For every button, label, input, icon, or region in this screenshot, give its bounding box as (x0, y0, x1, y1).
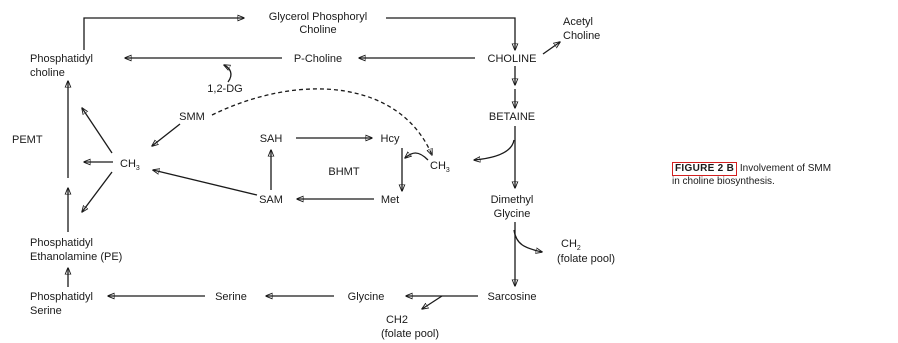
pemt-label: PEMT (12, 134, 43, 146)
ch2-folate-bottom-line2: (folate pool) (381, 328, 439, 340)
arrow-gpc-to-choline (386, 17, 515, 50)
arrow-ch3-to-met (405, 153, 429, 161)
arrow-ch3-to-pc (82, 108, 113, 154)
phosphatidyl-serine-line1: Phosphatidyl (30, 291, 93, 303)
methyl-right-subscript: 3 (446, 167, 450, 174)
phosphatidyl-serine-line2: Serine (30, 305, 62, 317)
ch2-folate-right-line1: CH2 (561, 238, 581, 252)
arrow-pc-to-gpc (83, 18, 244, 50)
p-choline-label: P-Choline (294, 53, 342, 65)
phosphatidyl-choline-line2: choline (30, 67, 65, 79)
sam-label: SAM (259, 194, 283, 206)
methyl-left-subscript: 3 (136, 165, 140, 172)
diacylglycerol-label: 1,2-DG (207, 83, 242, 95)
glycerol-phosphoryl-choline-line1: Glycerol Phosphoryl (269, 11, 367, 23)
acetyl-choline-line1: Acetyl (563, 16, 593, 28)
arrow-smm-to-ch3 (152, 123, 181, 146)
arrow-sarcosine-ch2-release (422, 295, 443, 309)
sah-label: SAH (260, 133, 283, 145)
arrow-ch3-to-pe (82, 171, 113, 212)
arrow-dmg-ch2-release (513, 229, 542, 252)
caption-text-line2: in choline biosynthesis. (672, 176, 775, 187)
glycerol-phosphoryl-choline-line2: Choline (299, 24, 336, 36)
arrow-smm-dashed-to-ch3 (211, 88, 432, 155)
arrow-sam-to-ch3 (153, 170, 258, 196)
phosphatidyl-ethanolamine-line2: Ethanolamine (PE) (30, 251, 122, 263)
ch2-folate-right-ch: CH (561, 238, 577, 250)
sarcosine-label: Sarcosine (488, 291, 537, 303)
betaine-label: BETAINE (489, 111, 535, 123)
dimethyl-glycine-line2: Glycine (494, 208, 531, 220)
acetyl-choline-line2: Choline (563, 30, 600, 42)
hcy-label: Hcy (381, 133, 400, 145)
methyl-right-label: CH3 (430, 160, 450, 174)
arrow-choline-to-acetylcholine (542, 42, 560, 55)
ch2-folate-right-line2: (folate pool) (557, 253, 615, 265)
figure-caption: FIGURE 2 B Involvement of SMM in choline… (672, 162, 898, 188)
dimethyl-glycine-line1: Dimethyl (491, 194, 534, 206)
methyl-right-ch: CH (430, 160, 446, 172)
bhmt-label: BHMT (328, 166, 359, 178)
glycine-label: Glycine (348, 291, 385, 303)
phosphatidyl-choline-line1: Phosphatidyl (30, 53, 93, 65)
figure-label: FIGURE 2 B (672, 162, 738, 176)
arrow-dg-curve (224, 65, 232, 83)
caption-text-line1: Involvement of SMM (737, 163, 832, 174)
ch2-folate-bottom-line1: CH2 (386, 314, 408, 326)
choline-label: CHOLINE (488, 53, 537, 65)
ch2-folate-right-subscript: 2 (577, 245, 581, 252)
smm-label: SMM (179, 111, 205, 123)
methyl-left-ch: CH (120, 158, 136, 170)
met-label: Met (381, 194, 399, 206)
phosphatidyl-ethanolamine-line1: Phosphatidyl (30, 237, 93, 249)
arrow-betaine-methyl-release (474, 139, 515, 160)
serine-label: Serine (215, 291, 247, 303)
methyl-left-label: CH3 (120, 158, 140, 172)
